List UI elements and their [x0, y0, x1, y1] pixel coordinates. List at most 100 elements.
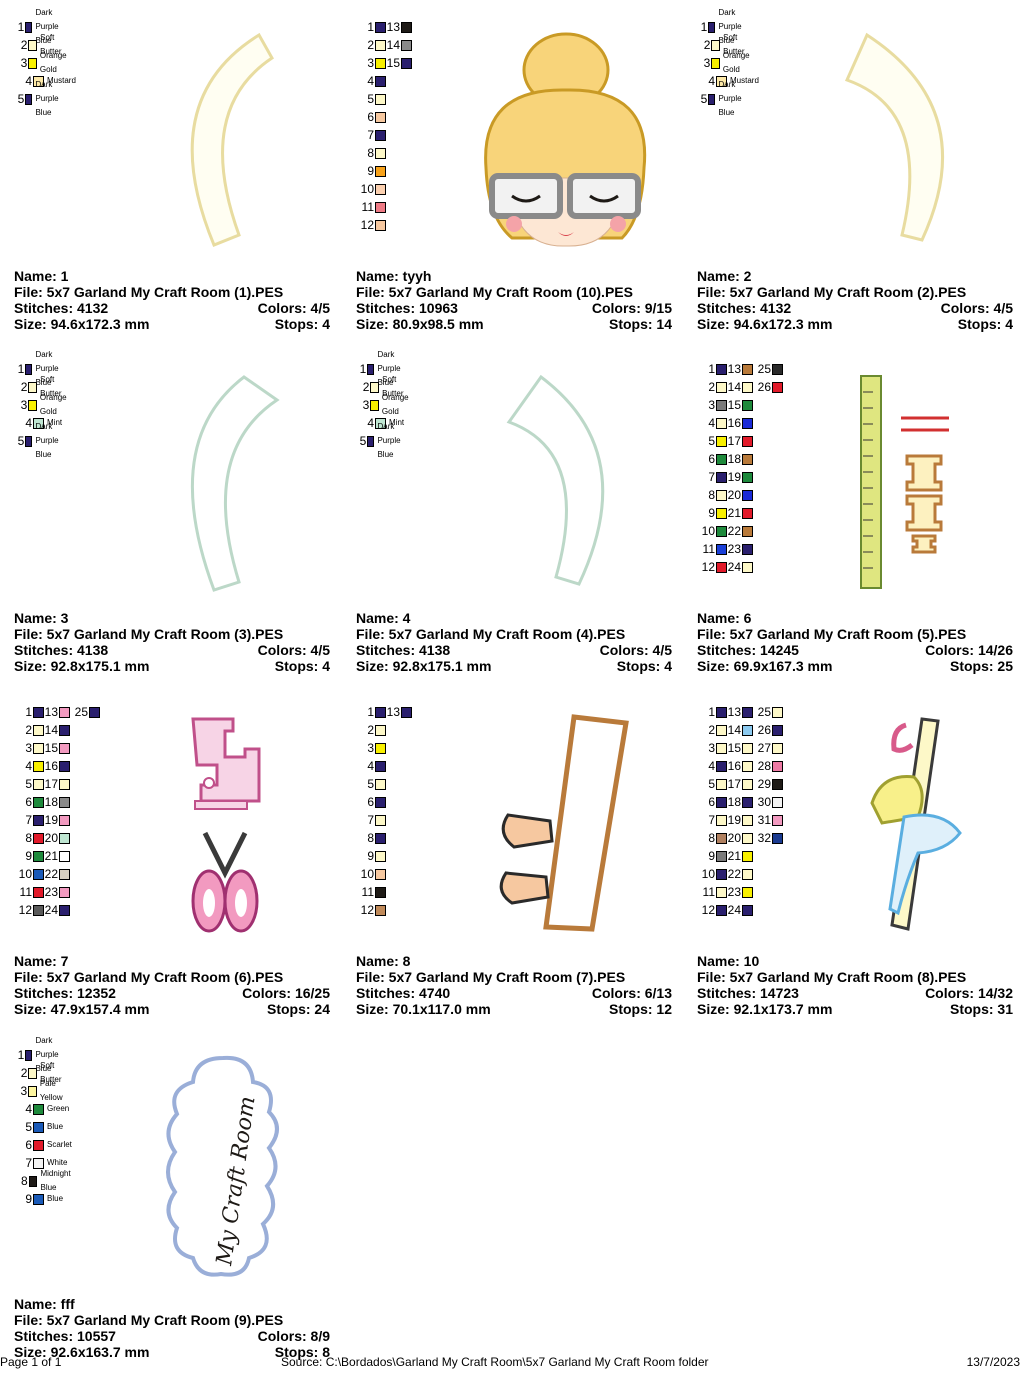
palette-number: 8	[367, 146, 374, 160]
ruler-and-bobbins-artwork	[860, 375, 949, 589]
glue-gun-and-ruler-artwork	[870, 717, 962, 931]
palette-entry: 8	[356, 146, 386, 160]
design-colors: Colors: 16/25	[242, 985, 330, 1001]
palette-color-name: Soft Butter	[40, 33, 62, 56]
palette-number: 5	[17, 92, 25, 106]
palette-number: 5	[700, 92, 708, 106]
palette-color-name: Orange Gold	[722, 51, 750, 74]
palette-entry: 12	[14, 903, 44, 917]
palette-number: 6	[367, 795, 374, 809]
palette-color-name: White	[47, 1158, 68, 1167]
color-swatch	[716, 525, 727, 537]
color-swatch	[772, 796, 783, 808]
palette-entry: 6	[14, 795, 44, 809]
palette-number: 32	[757, 831, 771, 845]
color-swatch	[742, 850, 753, 862]
design-stops: Stops: 4	[274, 658, 330, 674]
design-size: Size: 92.8x175.1 mm	[14, 658, 150, 674]
palette-entry: 5	[356, 92, 386, 106]
palette-entry: 10	[356, 867, 386, 881]
color-swatch	[742, 453, 753, 465]
palette-entry: 30	[757, 795, 783, 809]
palette-entry: 31	[757, 813, 783, 827]
design-file: File: 5x7 Garland My Craft Room (3).PES	[14, 626, 284, 642]
color-swatch	[375, 201, 386, 213]
color-swatch	[59, 886, 70, 898]
color-swatch	[772, 832, 783, 844]
palette-entry: 7	[14, 813, 44, 827]
design-info: Name: 8 File: 5x7 Garland My Craft Room …	[356, 953, 672, 1017]
color-swatch	[742, 381, 753, 393]
color-swatch	[772, 724, 783, 736]
design-stops: Stops: 8	[274, 1344, 330, 1360]
palette-number: 23	[44, 885, 58, 899]
palette-number: 5	[708, 434, 715, 448]
palette-number: 9	[25, 1192, 32, 1206]
palette-color-name: Mint	[389, 418, 405, 427]
design-file: File: 5x7 Garland My Craft Room (1).PES	[14, 284, 284, 300]
design-info: Name: 4 File: 5x7 Garland My Craft Room …	[356, 610, 672, 674]
color-swatch	[33, 886, 44, 898]
palette-color-name: Blue	[47, 1194, 64, 1203]
palette-color-name: Midnight Blue	[40, 1169, 71, 1192]
palette-entry: 13	[386, 705, 412, 719]
color-swatch	[708, 21, 716, 33]
palette-entry: 2	[697, 723, 727, 737]
design-info: Name: fff File: 5x7 Garland My Craft Roo…	[14, 1296, 330, 1360]
palette-entry: 8	[697, 488, 727, 502]
palette-number: 10	[360, 867, 374, 881]
palette-number: 14	[727, 723, 741, 737]
design-stops: Stops: 25	[949, 658, 1013, 674]
palette-color-name: Scarlet	[47, 1140, 72, 1149]
color-swatch	[742, 417, 753, 429]
design-stops: Stops: 4	[616, 658, 672, 674]
palette-number: 20	[727, 831, 741, 845]
palette-number: 6	[708, 452, 715, 466]
palette-number: 16	[727, 416, 741, 430]
design-colors: Colors: 14/26	[925, 642, 1013, 658]
palette-entry: 4	[697, 759, 727, 773]
palette-number: 15	[727, 398, 741, 412]
palette-number: 7	[25, 813, 32, 827]
palette-entry: 6	[697, 452, 727, 466]
palette-entry: 12	[356, 218, 386, 232]
palette-number: 9	[708, 849, 715, 863]
palette-number: 1	[359, 362, 367, 376]
palette-number: 25	[74, 705, 88, 719]
palette-entry: 3	[697, 398, 727, 412]
color-swatch	[742, 814, 753, 826]
palette-number: 1	[17, 362, 25, 376]
color-swatch	[375, 21, 386, 33]
palette-number: 12	[701, 903, 715, 917]
palette-entry: 5	[697, 434, 727, 448]
palette-entry: 16	[727, 416, 753, 430]
color-swatch	[716, 489, 727, 501]
palette-entry: 1	[356, 705, 386, 719]
color-swatch	[716, 724, 727, 736]
design-stitches: Stitches: 10963	[356, 300, 458, 316]
palette-entry: 6	[697, 795, 727, 809]
palette-number: 2	[703, 38, 711, 52]
palette-color-name: Mint	[47, 418, 63, 427]
color-swatch	[59, 706, 70, 718]
color-swatch	[59, 868, 70, 880]
color-swatch	[28, 1067, 38, 1079]
palette-number: 15	[44, 741, 58, 755]
palette-number: 13	[727, 362, 741, 376]
palette-entry: 10	[356, 182, 386, 196]
palette-number: 13	[386, 20, 400, 34]
color-swatch	[59, 796, 70, 808]
palette-number: 1	[17, 1048, 25, 1062]
palette-entry: 25	[757, 705, 783, 719]
color-swatch	[716, 507, 727, 519]
palette-entry: 14	[386, 38, 412, 52]
palette-number: 10	[701, 867, 715, 881]
palette-number: 4	[367, 416, 374, 430]
palette-color-name: Soft Butter	[40, 1061, 62, 1084]
color-swatch	[772, 381, 783, 393]
